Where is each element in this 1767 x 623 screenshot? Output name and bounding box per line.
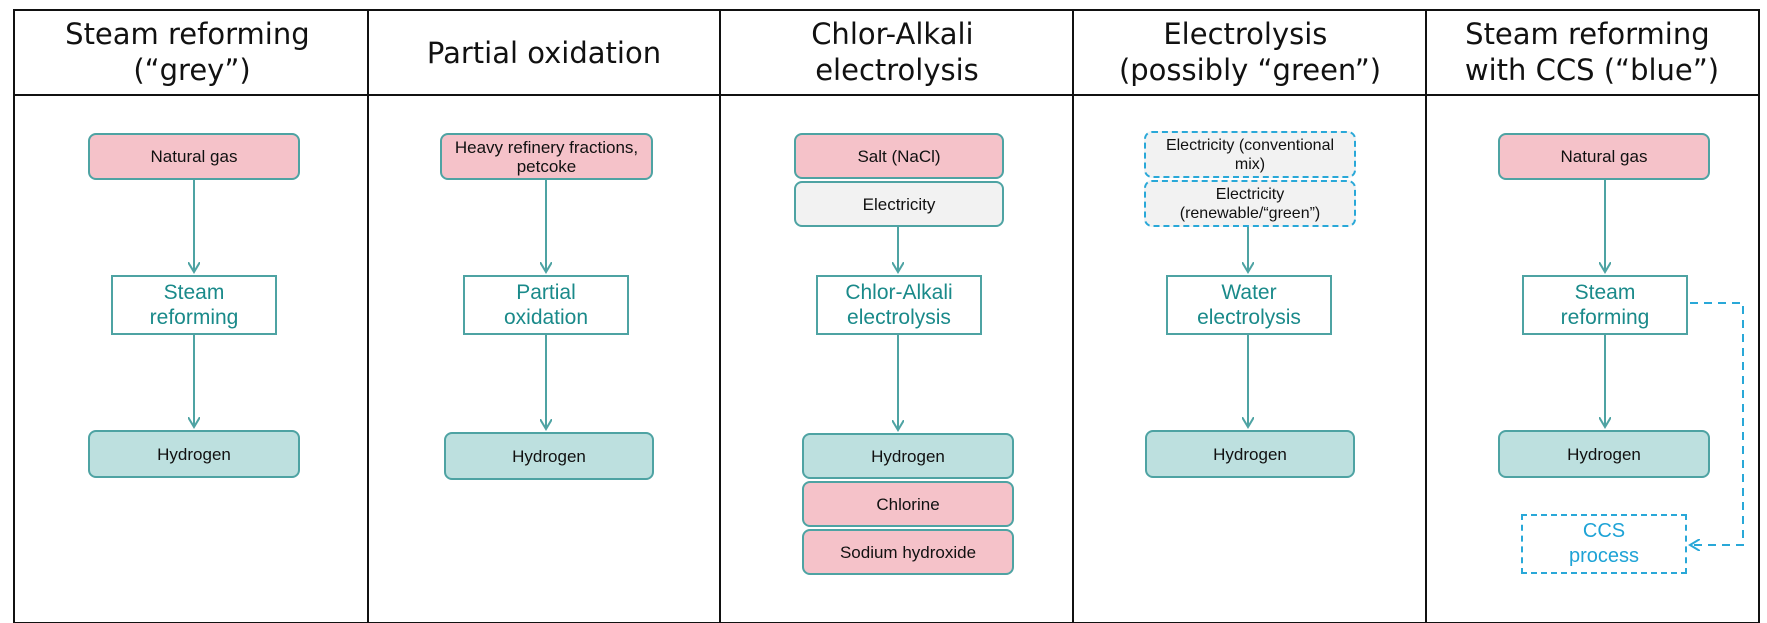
column-header-3: Chlor-Alkali electrolysis [811,17,983,87]
input-salt: Salt (NaCl) [794,133,1004,179]
input-natural-gas-5: Natural gas [1498,133,1710,180]
input-natural-gas-1: Natural gas [88,133,300,180]
output-hydrogen-5: Hydrogen [1498,430,1710,478]
output-sodium-hydroxide: Sodium hydroxide [802,529,1014,575]
column-header-1: Steam reforming (“grey”) [65,17,319,87]
column-header-2: Partial oxidation [427,36,661,70]
input-electricity-conventional: Electricity (conventional mix) [1144,131,1356,178]
input-heavy-refinery-fractions: Heavy refinery fractions, petcoke [440,133,653,180]
arrow-ccs-loop [1690,302,1744,545]
output-hydrogen-2: Hydrogen [444,432,654,480]
output-hydrogen-1: Hydrogen [88,430,300,478]
output-chlorine: Chlorine [802,481,1014,527]
column-header-5: Steam reforming with CCS (“blue”) [1465,17,1719,87]
outer-border [13,9,1760,623]
output-hydrogen-3: Hydrogen [802,433,1014,479]
input-electricity-renewable: Electricity (renewable/“green”) [1144,180,1356,227]
column-header-4: Electrolysis (possibly “green”) [1119,17,1381,87]
output-hydrogen-4: Hydrogen [1145,430,1355,478]
input-electricity-3: Electricity [794,181,1004,227]
